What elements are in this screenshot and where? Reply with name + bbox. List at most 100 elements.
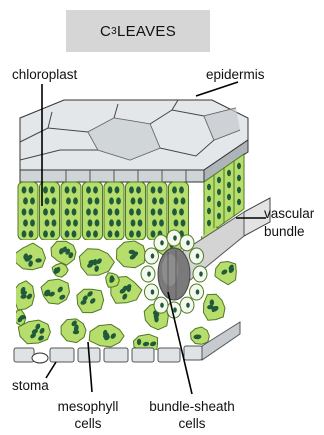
pointer-epidermis [196,82,238,96]
chloroplast [86,230,91,237]
chloroplast [50,230,55,237]
chloroplast [86,186,91,193]
chloroplast [138,219,143,226]
chloroplast [93,186,98,193]
chloroplast [136,230,141,237]
chloroplast [138,197,143,204]
palisade-cell [18,182,38,240]
palisade-cell [83,182,103,240]
chloroplast [73,219,78,226]
chloroplast [116,197,121,204]
chloroplast [45,197,50,204]
chloroplast [108,208,113,215]
chloroplast [173,235,177,240]
chloroplast [72,208,77,215]
pointer-stoma [46,362,56,378]
chloroplast [160,303,164,308]
epidermis-cell [132,348,154,362]
chloroplast [43,186,48,193]
chloroplast [186,303,190,308]
epidermis-cell [184,346,202,360]
label-stoma: stoma [12,378,49,394]
chloroplast [72,230,77,237]
chloroplast [227,182,231,188]
chloroplast [237,199,241,205]
chloroplast [186,240,190,245]
chloroplast [159,197,164,204]
chloroplast [217,201,221,207]
chloroplast [237,175,241,181]
chloroplast [86,208,91,215]
chloroplast [52,197,57,204]
epidermis-cell [104,348,128,362]
chloroplast [131,219,136,226]
chloroplast [115,230,120,237]
chloroplast [93,230,98,237]
chloroplast [115,186,120,193]
chloroplast [237,187,241,193]
palisade-cell [126,182,146,240]
chloroplast [181,197,186,204]
chloroplast [95,197,100,204]
chloroplast [172,208,177,215]
epidermis-cell [158,348,180,362]
chloroplast [179,186,184,193]
chloroplast [30,197,35,204]
chloroplast [65,208,70,215]
chloroplast [65,230,70,237]
chloroplast [93,208,98,215]
chloroplast [95,219,100,226]
chloroplast [88,219,93,226]
chloroplast [151,186,156,193]
upper-epidermis [20,100,248,182]
chloroplast [43,230,48,237]
chloroplast [237,163,241,169]
chloroplast [116,219,121,226]
stoma [32,353,48,363]
chloroplast [23,197,28,204]
chloroplast [29,208,34,215]
chloroplast [207,220,211,226]
chloroplast [65,186,70,193]
chloroplast [158,186,163,193]
chloroplast [174,197,179,204]
chloroplast [129,208,134,215]
chloroplast [45,219,50,226]
epidermis-cell [14,348,34,362]
chloroplast [30,219,35,226]
chloroplast [129,186,134,193]
chloroplast [151,253,155,258]
label-vascular-line1: vascular [264,206,314,222]
chloroplast [152,197,157,204]
chloroplast [159,219,164,226]
chloroplast [88,197,93,204]
mesophyll-cell [117,241,146,268]
chloroplast [129,230,134,237]
chloroplast [108,186,113,193]
label-mesophyll-line2: cells [38,416,138,432]
chloroplast [227,170,231,176]
chloroplast [29,186,34,193]
chloroplast [22,230,27,237]
palisade-cell [147,182,167,240]
chloroplast [151,208,156,215]
chloroplast [66,197,71,204]
chloroplast [207,196,211,202]
palisade-cell [61,182,81,240]
label-bundle-sheath-line2: cells [132,416,252,432]
chloroplast [174,219,179,226]
chloroplast [151,289,155,294]
chloroplast [43,208,48,215]
chloroplast [227,194,231,200]
chloroplast [217,189,221,195]
label-mesophyll-line1: mesophyll [38,399,138,415]
chloroplast [196,253,200,258]
chloroplast [160,240,164,245]
palisade-layer [18,182,189,240]
palisade-cell [104,182,124,240]
chloroplast [179,208,184,215]
chloroplast [181,219,186,226]
chloroplast [29,230,34,237]
chloroplast [136,208,141,215]
chloroplast [136,186,141,193]
